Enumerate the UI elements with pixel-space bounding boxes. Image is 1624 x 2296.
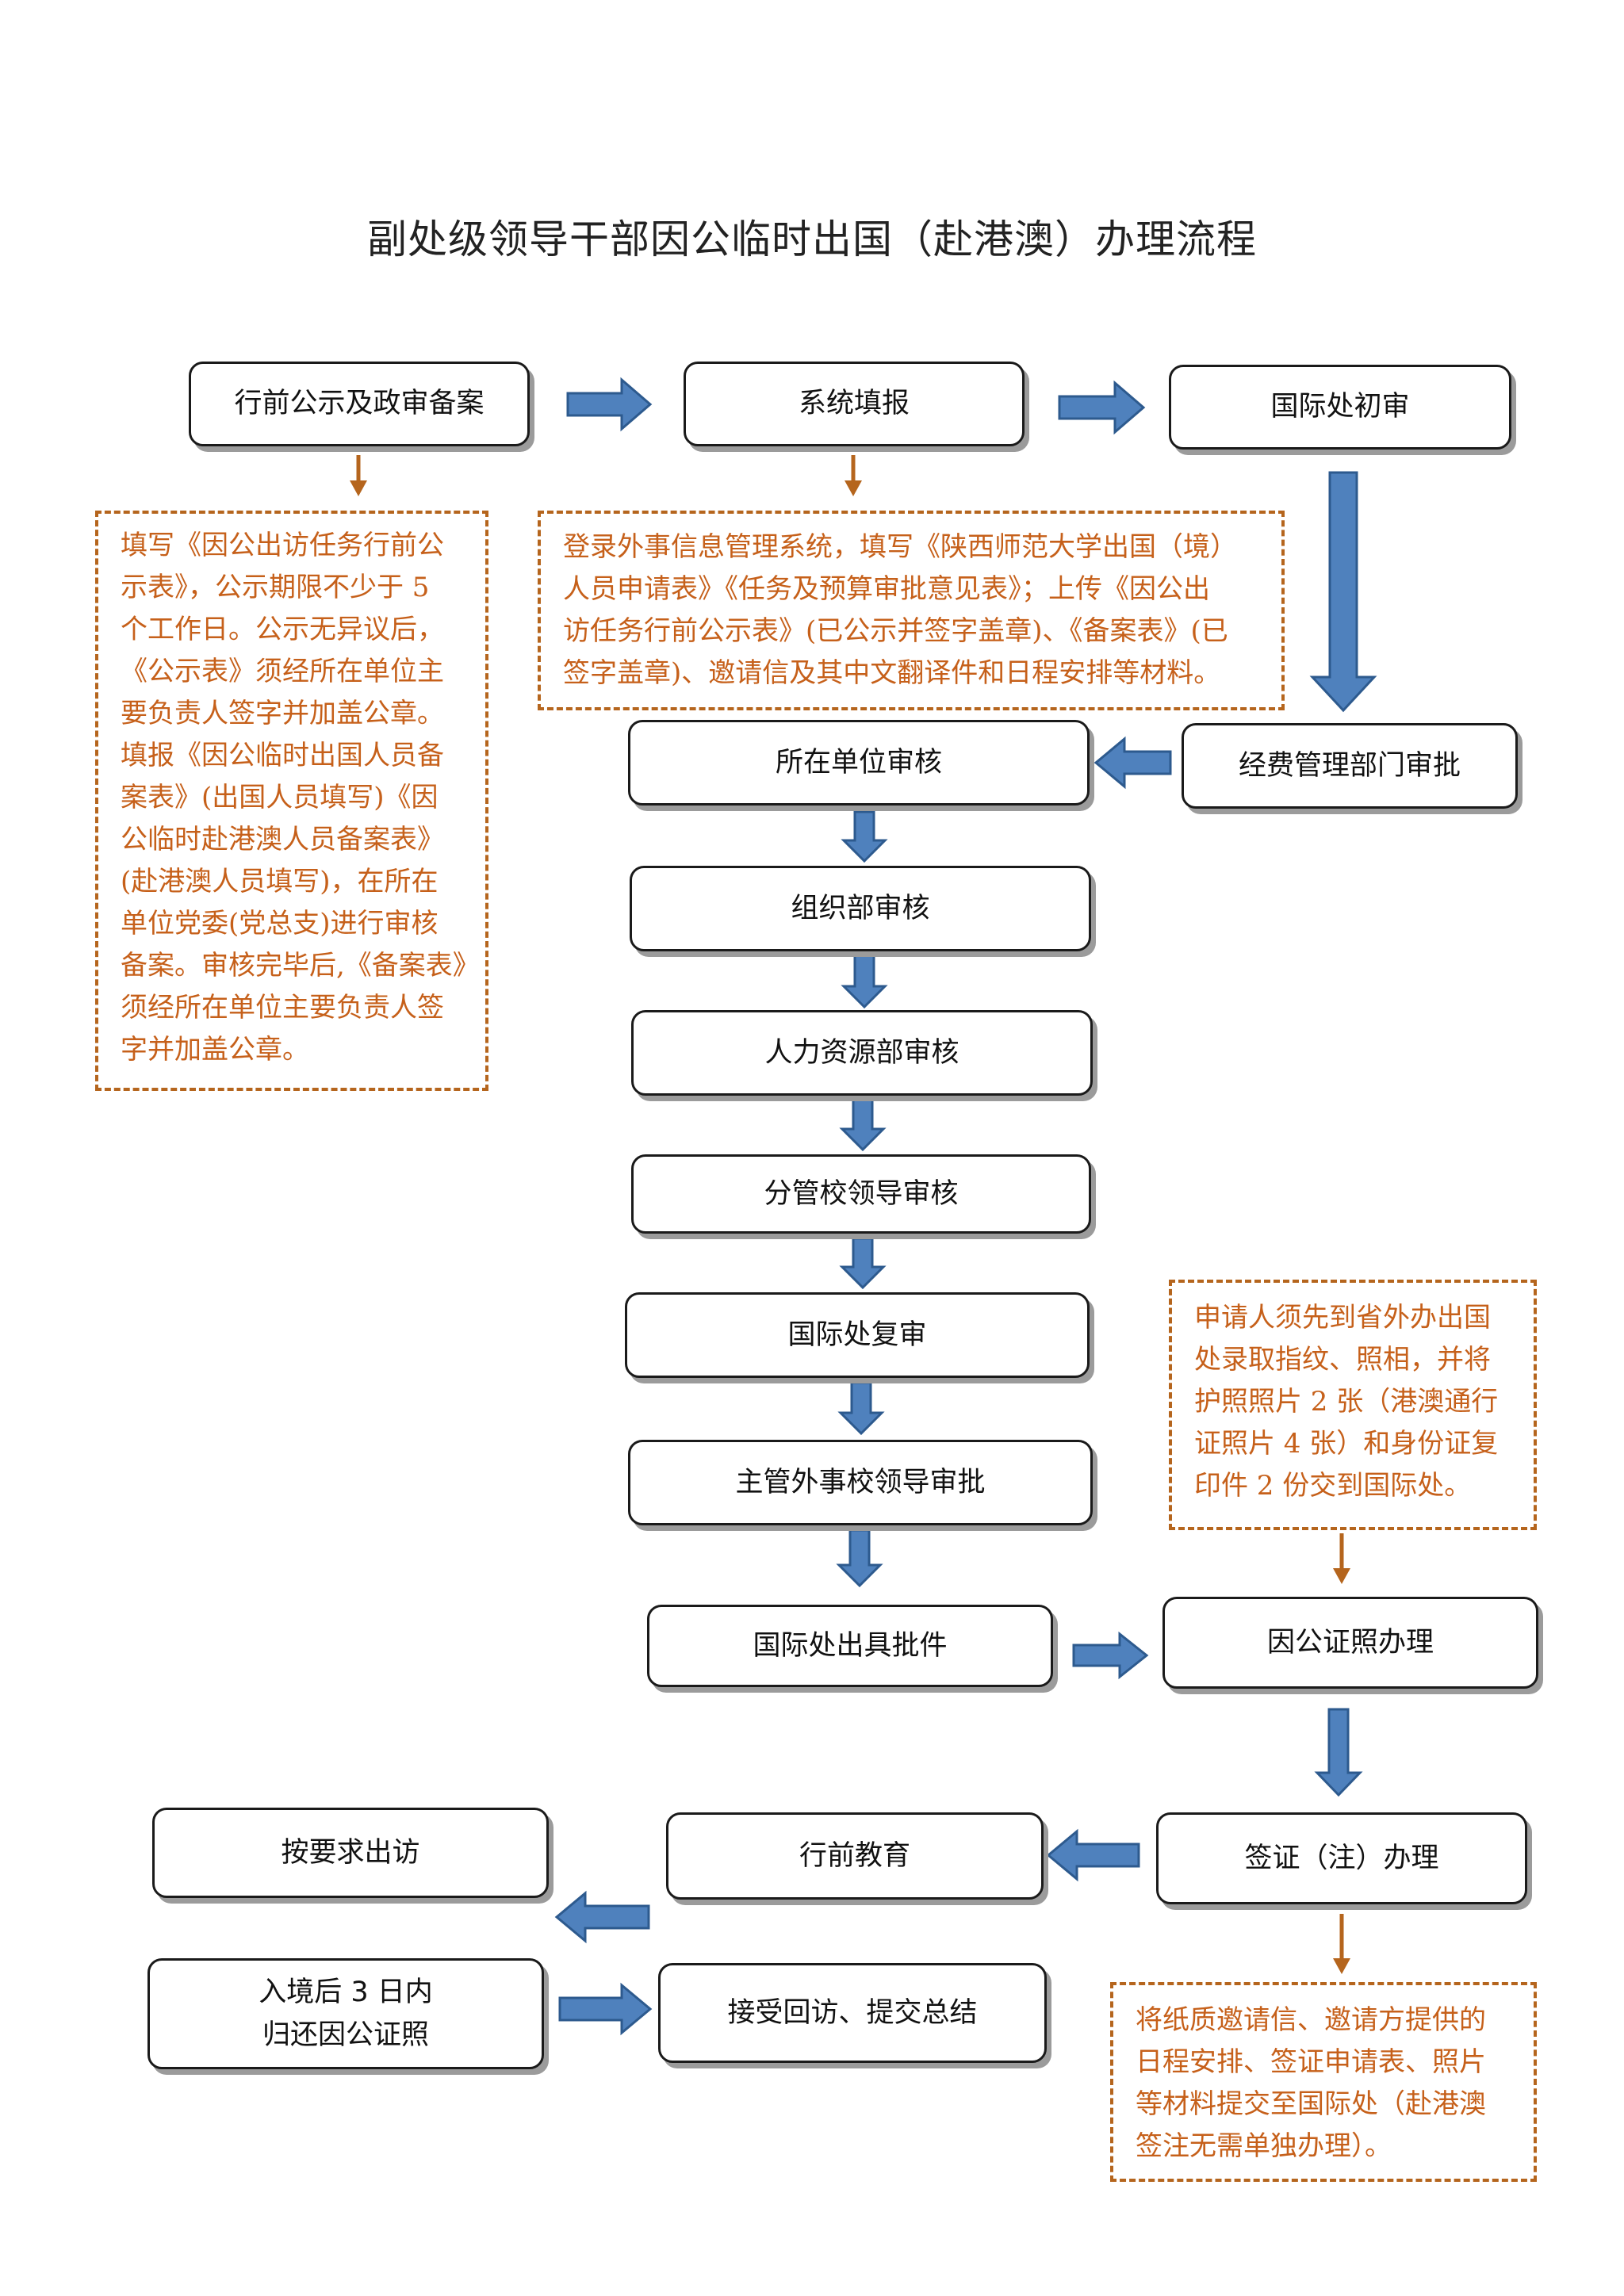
note-line: 要负责人签字并加盖公章。	[121, 698, 444, 729]
step-leader-review[interactable]: 分管校领导审核	[631, 1154, 1091, 1234]
arrow-hr-to-leader	[839, 1097, 887, 1152]
step-org-dept-review[interactable]: 组织部审核	[630, 866, 1091, 951]
note-line: 将纸质邀请信、邀请方提供的	[1136, 2004, 1486, 2036]
note-line: 示表》，公示期限不少于 5	[121, 572, 430, 603]
arrow-system-to-initial-review	[1058, 380, 1146, 435]
return-passport-line-2: 归还因公证照	[262, 2019, 429, 2051]
step-visit-as-required[interactable]: 按要求出访	[152, 1808, 549, 1898]
note-line: 字并加盖公章。	[121, 1034, 309, 1066]
arrow-initial-review-to-finance	[1309, 471, 1377, 713]
step-unit-review[interactable]: 所在单位审核	[628, 720, 1090, 806]
note-line: 印件 2 份交到国际处。	[1194, 1470, 1472, 1502]
note-arrow-visa	[1333, 1914, 1350, 1974]
note-line: 登录外事信息管理系统，填写《陕西师范大学出国（境）	[563, 531, 1237, 563]
note-fingerprint: 申请人须先到省外办出国处录取指纹、照相，并将护照照片 2 张（港澳通行证照片 4…	[1169, 1280, 1537, 1530]
step-hr-review[interactable]: 人力资源部审核	[631, 1010, 1093, 1096]
arrow-unit-to-org	[841, 810, 888, 863]
note-line: 填报《因公临时出国人员备	[121, 740, 444, 771]
arrow-approval-doc-to-passport	[1072, 1631, 1149, 1680]
note-system-fill: 登录外事信息管理系统，填写《陕西师范大学出国（境） 人员申请表》《任务及预算审批意…	[538, 511, 1285, 710]
note-publicity: 填写《因公出访任务行前公示表》，公示期限不少于 5 个工作日。公示无异议后， 《公示…	[95, 511, 488, 1091]
note-line: 单位党委(党总支)进行审核	[121, 908, 439, 939]
arrow-re-review-to-foreign	[837, 1381, 885, 1436]
note-line: 签注无需单独办理）。	[1136, 2130, 1392, 2162]
step-visa-processing[interactable]: 签证（注）办理	[1156, 1812, 1527, 1904]
note-arrow-system	[845, 455, 862, 496]
note-line: 《公示表》须经所在单位主	[121, 656, 444, 687]
arrow-passport-to-visa	[1314, 1708, 1363, 1797]
note-line: 等材料提交至国际处（赴港澳	[1136, 2088, 1486, 2120]
note-line: 签字盖章)、邀请信及其中文翻译件和日程安排等材料。	[563, 657, 1221, 689]
note-line: 处录取指纹、照相，并将	[1194, 1344, 1491, 1376]
note-visa-materials: 将纸质邀请信、邀请方提供的日程安排、签证申请表、照片等材料提交至国际处（赴港澳签…	[1110, 1982, 1537, 2182]
step-passport-processing[interactable]: 因公证照办理	[1162, 1597, 1538, 1689]
note-line: (赴港澳人员填写)，在所在	[121, 866, 439, 897]
arrow-return-to-follow-up	[558, 1982, 653, 2036]
arrow-foreign-to-approval-doc	[836, 1529, 883, 1588]
step-foreign-leader-approval[interactable]: 主管外事校领导审批	[628, 1440, 1093, 1525]
note-line: 公临时赴港澳人员备案表》	[121, 824, 444, 855]
note-line: 护照照片 2 张（港澳通行	[1194, 1386, 1499, 1418]
note-line: 个工作日。公示无异议后，	[121, 614, 444, 645]
note-line: 证照片 4 张）和身份证复	[1194, 1428, 1499, 1460]
note-line: 日程安排、签证申请表、照片	[1136, 2046, 1486, 2078]
note-line: 案表》(出国人员填写)《因	[121, 782, 439, 813]
note-line: 申请人须先到省外办出国	[1194, 1302, 1491, 1334]
step-return-passport[interactable]: 入境后 3 日内 归还因公证照	[147, 1958, 544, 2069]
return-passport-line-1: 入境后 3 日内	[259, 1976, 433, 2008]
step-intl-approval-doc[interactable]: 国际处出具批件	[647, 1605, 1053, 1687]
step-pre-trip-education[interactable]: 行前教育	[666, 1812, 1044, 1900]
arrow-org-to-hr	[841, 953, 888, 1009]
arrow-visa-to-education	[1046, 1828, 1140, 1882]
note-line: 备案。审核完毕后,《备案表》	[121, 950, 480, 982]
step-pre-publicity[interactable]: 行前公示及政审备案	[189, 362, 530, 446]
note-arrow-publicity	[350, 455, 367, 496]
step-system-fill[interactable]: 系统填报	[684, 362, 1025, 446]
arrow-publicity-to-system	[566, 377, 653, 432]
step-intl-initial-review[interactable]: 国际处初审	[1169, 365, 1511, 450]
step-finance-approval[interactable]: 经费管理部门审批	[1182, 723, 1518, 809]
note-line: 访任务行前公示表》(已公示并签字盖章)、《备案表》(已	[563, 615, 1228, 647]
note-line: 人员申请表》《任务及预算审批意见表》；上传《因公出	[563, 573, 1210, 605]
note-line: 须经所在单位主要负责人签	[121, 992, 444, 1024]
note-line: 填写《因公出访任务行前公	[121, 530, 444, 561]
page-title: 副处级领导干部因公临时出国（赴港澳）办理流程	[367, 216, 1257, 262]
arrow-finance-to-unit	[1094, 736, 1172, 790]
step-follow-up-summary[interactable]: 接受回访、提交总结	[658, 1963, 1047, 2063]
arrow-education-to-visit	[554, 1890, 650, 1944]
step-intl-re-review[interactable]: 国际处复审	[625, 1292, 1090, 1378]
arrow-leader-to-re-review	[839, 1237, 887, 1290]
note-arrow-fingerprint	[1333, 1533, 1350, 1584]
